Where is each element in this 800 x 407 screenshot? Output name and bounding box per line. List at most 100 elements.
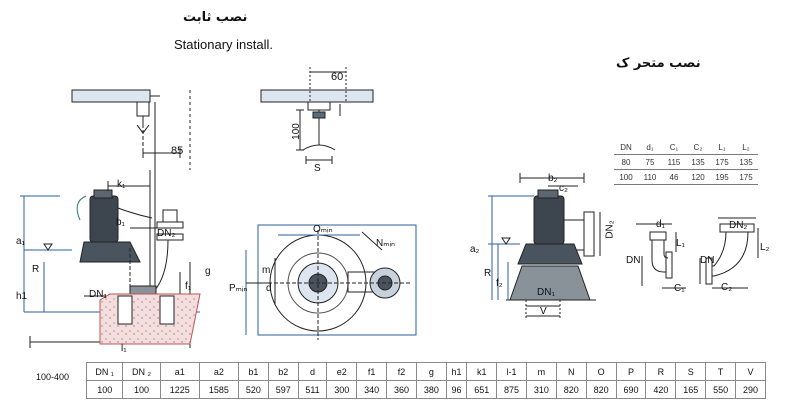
dims-header-cell: b2 — [267, 362, 299, 381]
dims-header-cell: d — [297, 362, 328, 381]
dims-header-cell: e2 — [326, 362, 358, 381]
table-cell: 115 — [662, 154, 686, 170]
dims-header-cell: k1 — [466, 362, 498, 381]
stationary-title-en: Stationary install. — [174, 37, 273, 52]
dims-header-cell: V — [735, 362, 766, 381]
table-header-cell: DN — [614, 140, 638, 155]
dimensions-table: DN ₁ DN ₂ a1 a2 b1 b2 d e2 f1 f2 g h1 k1… — [85, 362, 766, 399]
dims-value-cell: 520 — [238, 380, 269, 399]
dims-header-cell: l-1 — [496, 362, 527, 381]
label-c2-elbow: C₂ — [721, 282, 733, 293]
label-v: V — [540, 306, 547, 317]
dims-value-cell: 360 — [386, 380, 417, 399]
dim-85-label: 85 — [171, 145, 184, 157]
dim-60-label: 60 — [331, 71, 344, 83]
label-h1: h1 — [16, 291, 28, 302]
label-l1-elbow: L₁ — [676, 238, 685, 249]
dims-header-row: DN ₁ DN ₂ a1 a2 b1 b2 d e2 f1 f2 g h1 k1… — [85, 362, 766, 381]
dims-value-cell: 380 — [415, 380, 447, 399]
label-dn2-stationary: DN₂ — [157, 228, 176, 239]
label-omin: Oₘᵢₙ — [313, 224, 333, 235]
stationary-plan-view — [245, 224, 417, 340]
dims-value-cell: 165 — [675, 380, 707, 399]
dims-value-cell: 690 — [615, 380, 647, 399]
dims-header-cell: a1 — [159, 362, 200, 381]
dim-100-label: 100 — [290, 123, 302, 140]
dims-header-cell: R — [645, 362, 677, 381]
table-cell: 195 — [710, 169, 734, 185]
table-row: 80 75 115 135 175 135 — [614, 154, 758, 170]
dims-value-cell: 820 — [555, 380, 587, 399]
dims-value-row: 100 100 1225 1585 520 597 511 300 340 36… — [85, 380, 766, 399]
dims-value-cell: 820 — [585, 380, 617, 399]
dims-value-cell: 1585 — [198, 380, 240, 399]
mobile-pump-elevation — [488, 173, 601, 320]
label-nmin: Nₘᵢₙ — [376, 238, 396, 249]
table-cell: 175 — [734, 169, 758, 185]
label-b1: b₁ — [116, 217, 125, 228]
cable-hook-detail — [260, 67, 374, 164]
dims-header-cell: g — [415, 362, 447, 381]
dims-header-cell: b1 — [238, 362, 269, 381]
dims-value-cell: 100 — [85, 380, 124, 399]
label-b2: b₂ — [548, 173, 558, 184]
label-dn-elbow1: DN — [626, 255, 641, 266]
dims-value-cell: 511 — [297, 380, 328, 399]
label-l2: L₂ — [760, 242, 770, 253]
dims-value-cell: 300 — [326, 380, 358, 399]
dims-header-cell: S — [675, 362, 707, 381]
label-a2: a₂ — [470, 244, 480, 255]
mobile-title-fa: نصب متحر ک — [616, 56, 701, 71]
label-dn1-mobile: DN₁ — [537, 287, 555, 298]
dims-header-cell: P — [615, 362, 647, 381]
guide-bracket-detail — [71, 89, 191, 170]
label-dn-elbow2: DN — [700, 255, 715, 266]
elbow-fittings — [636, 217, 759, 289]
table-header-cell: L₂ — [734, 140, 758, 155]
label-r-mobile: R — [484, 268, 492, 279]
table-row: 100 110 46 120 195 175 — [614, 169, 758, 185]
table-cell: 175 — [710, 154, 734, 170]
table-header-cell: C₂ — [686, 140, 710, 155]
dims-header-cell: DN ₂ — [122, 362, 161, 381]
table-header-cell: d₁ — [638, 140, 662, 155]
dims-header-cell: h1 — [445, 362, 468, 381]
dims-header-cell: f1 — [356, 362, 388, 381]
dims-value-cell: 1225 — [159, 380, 200, 399]
table-cell: 75 — [638, 154, 662, 170]
elbow-dimension-table: DN d₁ C₁ C₂ L₁ L₂ 80 75 115 135 175 135 … — [614, 140, 758, 185]
label-dn2-mobile: DN₂ — [604, 220, 616, 239]
dims-header-cell: T — [705, 362, 737, 381]
dims-value-cell: 597 — [267, 380, 299, 399]
dims-value-cell: 310 — [526, 380, 557, 399]
label-c2-mobile: c₂ — [559, 183, 568, 194]
dims-value-cell: 420 — [645, 380, 677, 399]
table-cell: 120 — [686, 169, 710, 185]
table-cell: 135 — [686, 154, 710, 170]
table-cell: 110 — [638, 169, 662, 185]
dims-value-cell: 100 — [122, 380, 161, 399]
label-k1: k₁ — [117, 179, 126, 190]
label-c1: C₁ — [674, 283, 685, 294]
label-f1: f₁ — [185, 281, 192, 292]
label-g: g — [205, 266, 211, 277]
table-header-cell: L₁ — [710, 140, 734, 155]
dims-row-label: 100-400 — [36, 372, 70, 382]
stationary-pump-elevation — [20, 170, 201, 348]
label-pmin: Pₘᵢₙ — [229, 283, 248, 294]
label-m: m — [262, 265, 271, 276]
label-a1: a₁ — [16, 236, 25, 247]
table-cell: 80 — [614, 154, 638, 170]
label-dn2-elbow: DN₂ — [729, 220, 748, 231]
stationary-title-fa: نصب ثابت — [183, 10, 248, 25]
label-d1: d₁ — [656, 219, 665, 230]
table-header-row: DN d₁ C₁ C₂ L₁ L₂ — [614, 140, 758, 155]
table-header-cell: C₁ — [662, 140, 686, 155]
dims-header-cell: N — [555, 362, 587, 381]
table-cell: 100 — [614, 169, 638, 185]
dims-value-cell: 290 — [735, 380, 766, 399]
dims-header-cell: DN ₁ — [85, 362, 124, 381]
table-cell: 46 — [662, 169, 686, 185]
label-l1: l₁ — [121, 343, 127, 354]
label-dn1-stationary: DN₁ — [89, 289, 107, 300]
